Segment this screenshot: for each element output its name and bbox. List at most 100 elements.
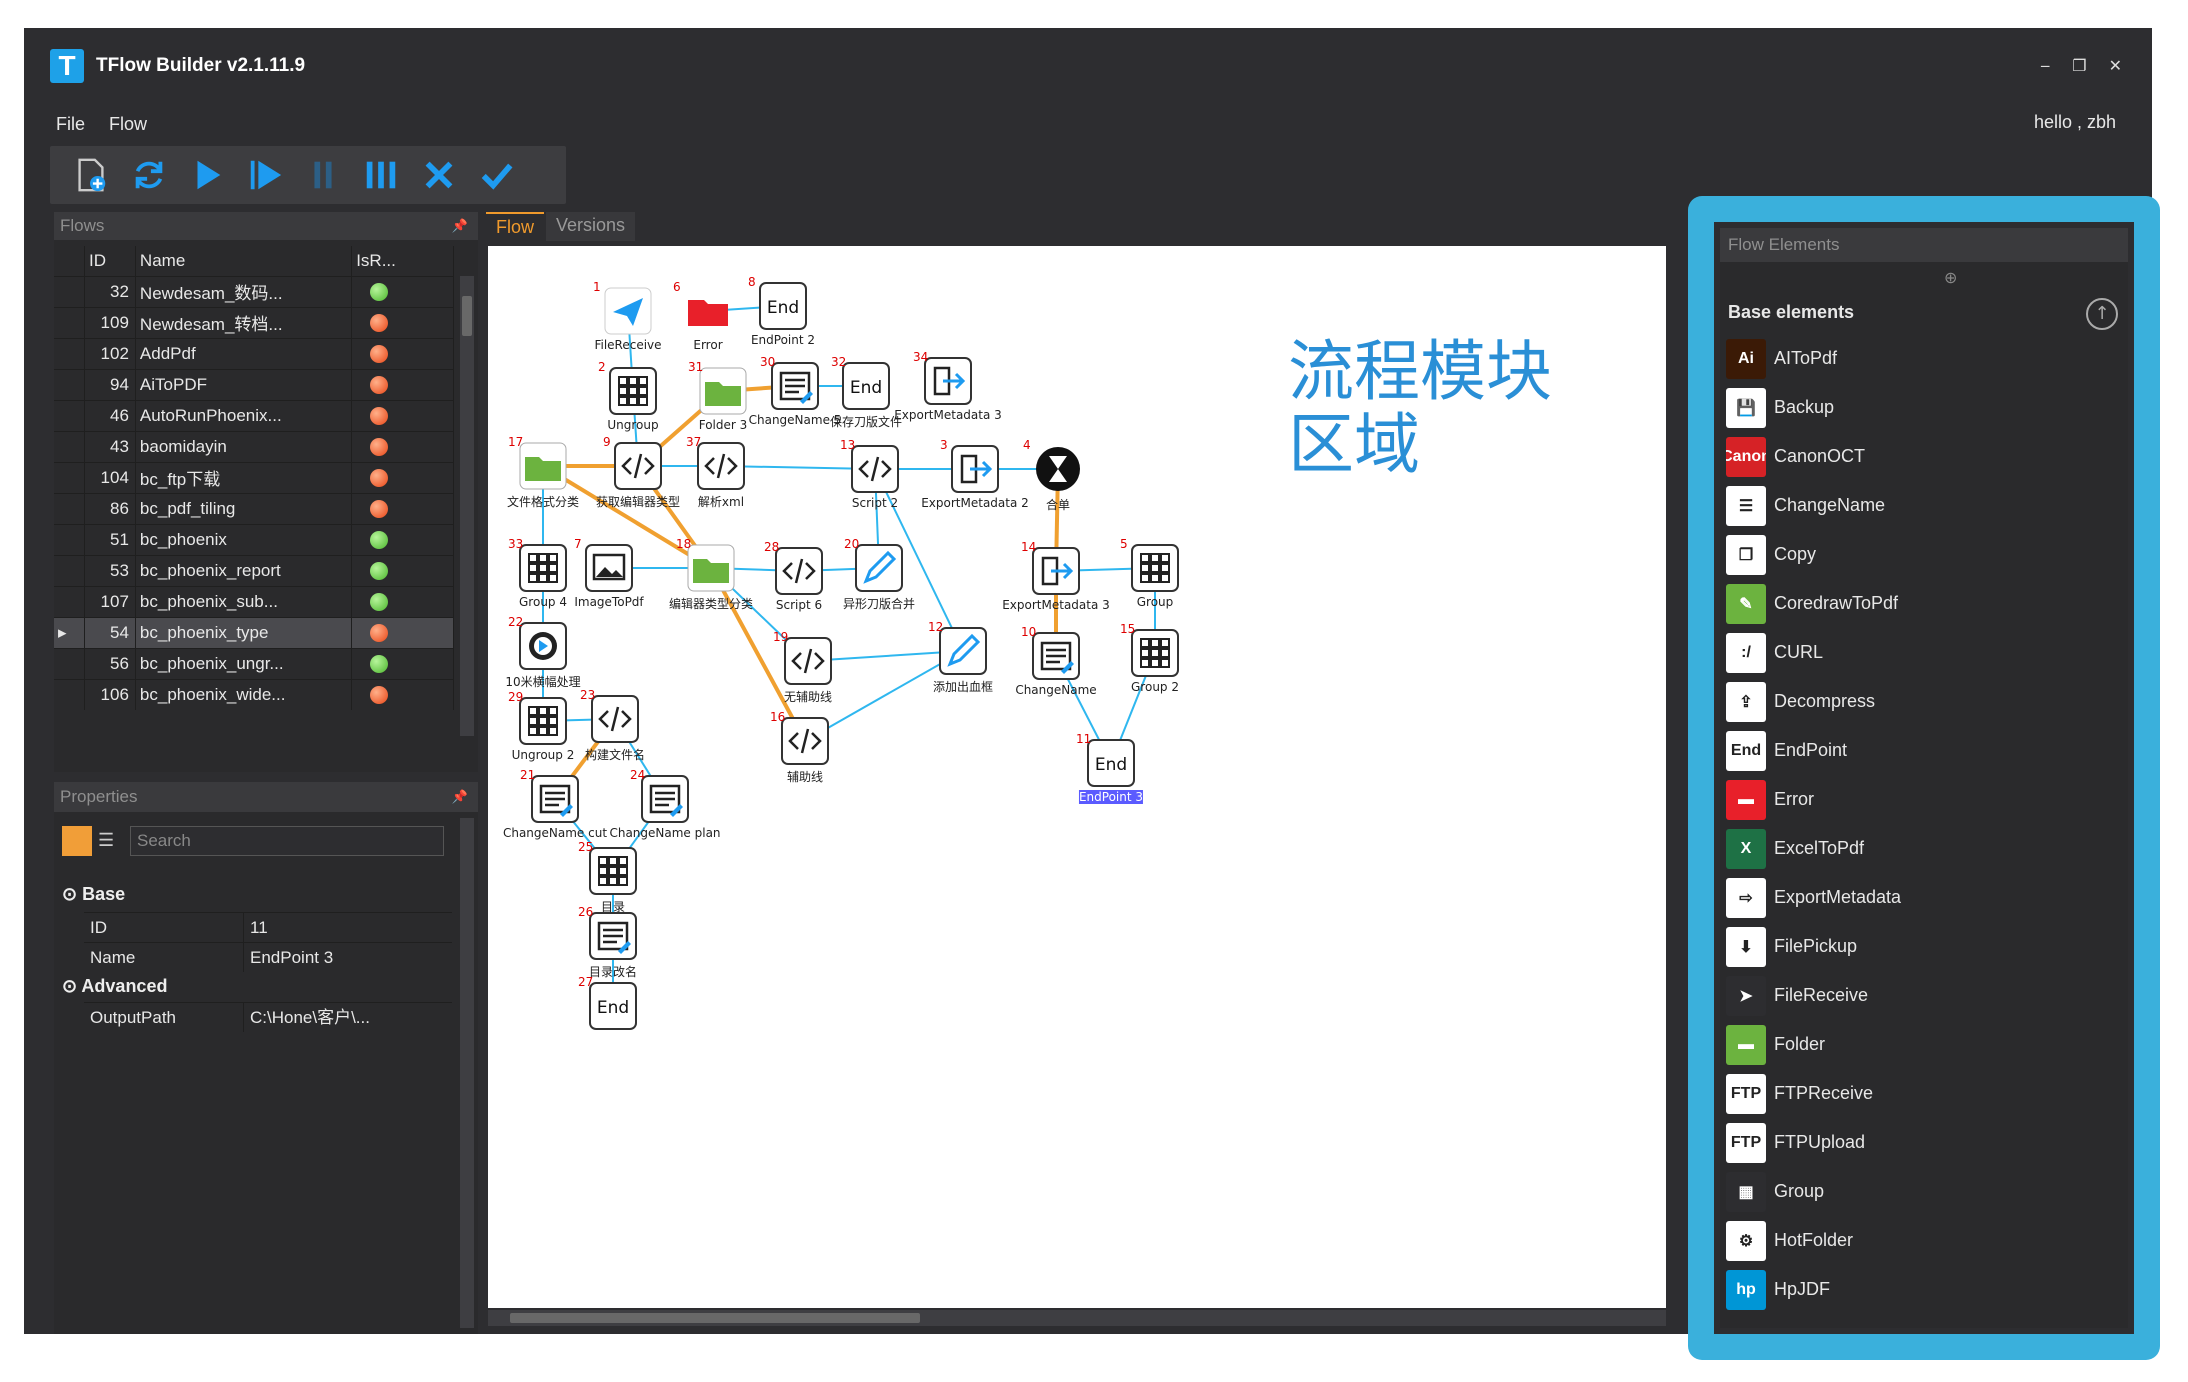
flow-node[interactable]: End — [588, 981, 638, 1031]
flow-element-item[interactable]: ⇪Decompress — [1726, 677, 2146, 726]
flow-node[interactable] — [923, 356, 973, 406]
flow-node[interactable] — [518, 543, 568, 593]
collapse-section-icon[interactable]: ↑ — [2086, 298, 2118, 330]
refresh-button[interactable] — [126, 152, 172, 198]
tab-versions[interactable]: Versions — [546, 212, 636, 241]
col-name[interactable]: Name — [135, 246, 353, 276]
categorized-view-button[interactable] — [62, 826, 92, 856]
base-group-header[interactable]: ⊙ Base — [62, 884, 125, 905]
flow-node[interactable] — [518, 441, 568, 491]
alphabetical-view-button[interactable]: ☰ — [98, 830, 115, 850]
flow-node[interactable] — [696, 441, 746, 491]
stop-button[interactable] — [416, 152, 462, 198]
validate-button[interactable] — [474, 152, 520, 198]
flow-node[interactable] — [950, 444, 1000, 494]
flow-node[interactable] — [588, 911, 638, 961]
flow-node[interactable] — [590, 694, 640, 744]
tab-flow[interactable]: Flow — [486, 212, 545, 241]
flow-node[interactable] — [1031, 546, 1081, 596]
property-value[interactable]: EndPoint 3 — [250, 948, 334, 967]
flow-node[interactable]: End — [841, 361, 891, 411]
flow-element-item[interactable]: :/CURL — [1726, 628, 2146, 677]
flow-element-item[interactable]: ⬇FilePickup — [1726, 922, 2146, 971]
flow-node[interactable] — [854, 543, 904, 593]
canvas-scroll-thumb[interactable] — [510, 1313, 920, 1323]
canvas-hscrollbar[interactable] — [488, 1310, 1666, 1326]
flow-node[interactable] — [518, 696, 568, 746]
property-search-input[interactable]: Search — [130, 826, 444, 856]
flow-node[interactable] — [613, 441, 663, 491]
run-all-button[interactable] — [242, 152, 288, 198]
flow-element-item[interactable]: ▬Error — [1726, 775, 2146, 824]
run-button[interactable] — [184, 152, 230, 198]
flow-node[interactable] — [783, 636, 833, 686]
flow-node[interactable] — [850, 444, 900, 494]
flow-node[interactable] — [1130, 543, 1180, 593]
advanced-group-header[interactable]: ⊙ Advanced — [62, 976, 167, 997]
flow-node[interactable] — [770, 361, 820, 411]
flow-element-item[interactable]: 💾Backup — [1726, 383, 2146, 432]
flow-node[interactable] — [530, 774, 580, 824]
flow-node[interactable] — [1130, 628, 1180, 678]
flow-node[interactable] — [683, 286, 733, 336]
flow-node[interactable]: End — [758, 281, 808, 331]
pause-all-button[interactable] — [358, 152, 404, 198]
flow-element-item[interactable]: ☰ChangeName — [1726, 481, 2146, 530]
menu-flow[interactable]: Flow — [109, 114, 148, 134]
flow-node[interactable] — [698, 366, 748, 416]
flow-node[interactable] — [640, 774, 690, 824]
flow-node[interactable] — [1033, 444, 1083, 494]
flow-element-item[interactable]: ⚙HotFolder — [1726, 1216, 2146, 1265]
flow-element-item[interactable]: ✎CoredrawToPdf — [1726, 579, 2146, 628]
property-value[interactable]: 11 — [250, 918, 268, 937]
properties-scrollbar[interactable] — [460, 818, 474, 1328]
flow-node[interactable]: End — [1086, 738, 1136, 788]
flow-element-item[interactable]: ❐Copy — [1726, 530, 2146, 579]
new-flow-button[interactable] — [68, 152, 114, 198]
flow-node[interactable] — [518, 621, 568, 671]
flow-node[interactable] — [603, 286, 653, 336]
flow-node[interactable] — [780, 716, 830, 766]
pause-button[interactable] — [300, 152, 346, 198]
flow-node[interactable] — [774, 546, 824, 596]
flow-element-item[interactable]: ➤FileReceive — [1726, 971, 2146, 1020]
col-isrunning[interactable]: IsR... — [351, 246, 454, 276]
property-value[interactable]: C:\Hone\客户\... — [250, 1008, 370, 1027]
close-button[interactable]: ✕ — [2108, 56, 2122, 75]
pin-icon[interactable]: 📌 — [451, 789, 468, 804]
menu-file[interactable]: File — [56, 114, 86, 134]
flow-node[interactable] — [1031, 631, 1081, 681]
flows-scrollbar[interactable] — [460, 276, 474, 736]
flow-node[interactable] — [686, 543, 736, 593]
col-id[interactable]: ID — [84, 246, 136, 276]
flow-element-item[interactable]: ▦Group — [1726, 1167, 2146, 1216]
minimize-button[interactable]: ‒ — [2040, 56, 2051, 75]
flow-element-item[interactable]: CanonCanonOCT — [1726, 432, 2146, 481]
flow-node[interactable] — [938, 626, 988, 676]
flow-element-item[interactable]: ▬Folder — [1726, 1020, 2146, 1069]
flows-scroll-thumb[interactable] — [462, 296, 472, 336]
